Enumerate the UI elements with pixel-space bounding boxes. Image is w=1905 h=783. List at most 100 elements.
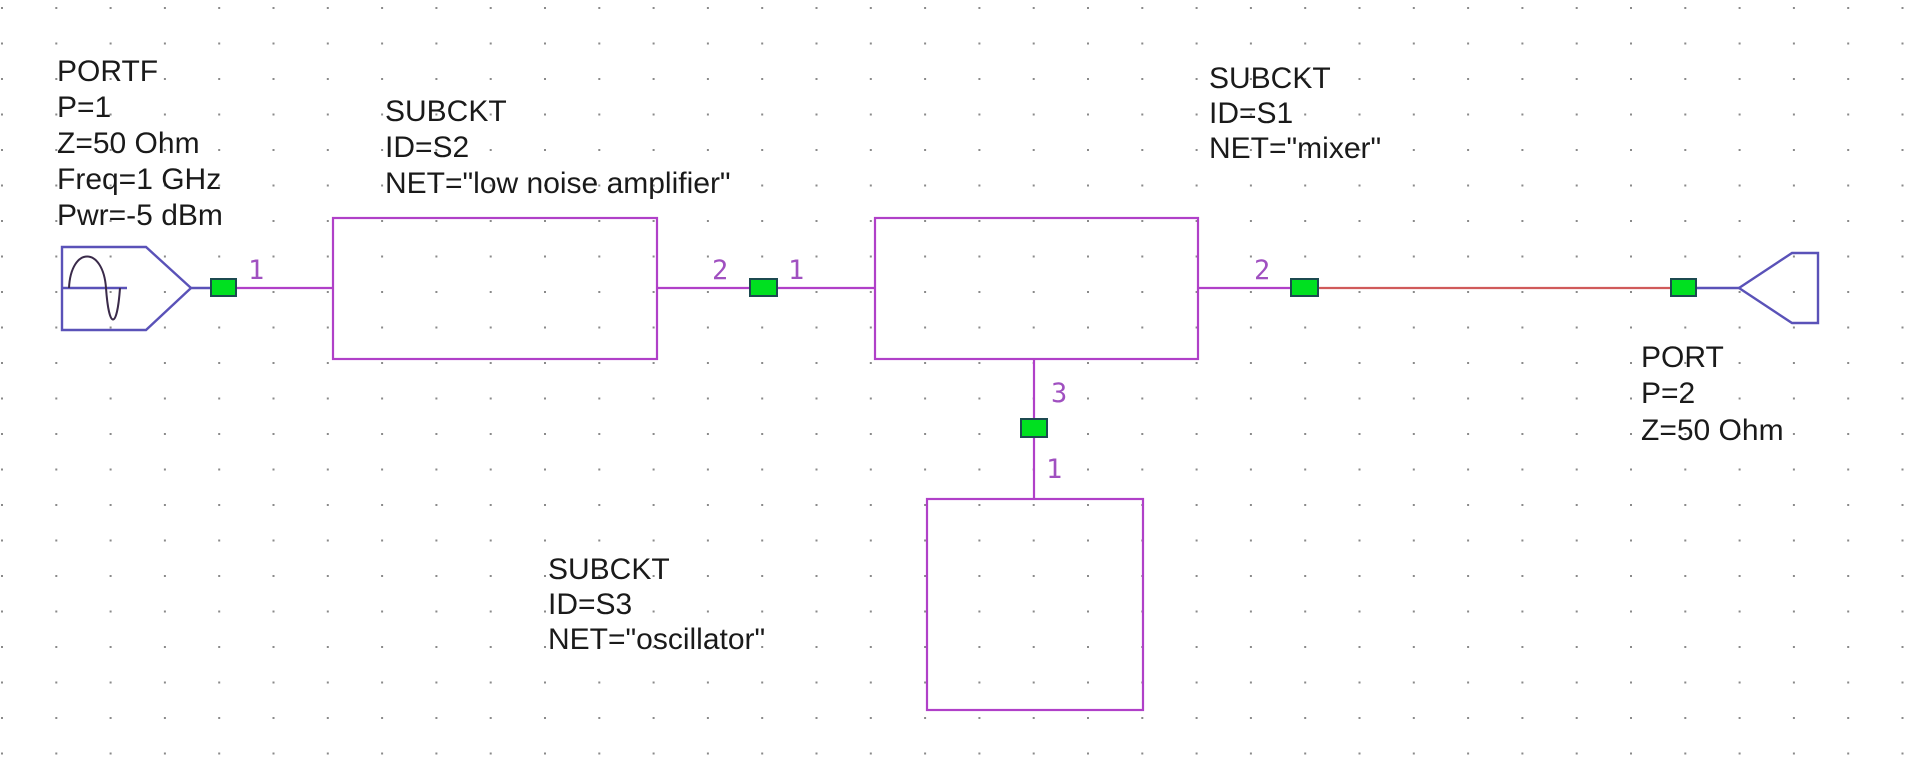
source-port-pwr: Pwr=-5 dBm [57,199,223,232]
connection-node-lna-mixer[interactable] [749,278,778,297]
connection-node-lo[interactable] [1020,418,1048,438]
grid-dot [326,681,329,684]
source-port-symbol[interactable] [60,245,211,332]
grid-dot [1792,78,1795,80]
mixer-label[interactable]: SUBCKT ID=S1 NET="mixer" [1209,62,1381,165]
grid-dot [1738,681,1741,684]
grid-dot [1521,610,1524,613]
grid-dot [706,326,709,329]
grid-dot [1467,504,1470,506]
grid-dot [1141,149,1144,151]
grid-dot [109,7,112,9]
grid-dot [272,113,275,116]
grid-dot [109,646,112,648]
connection-node-port[interactable] [1670,278,1697,297]
grid-dot [1412,220,1415,222]
grid-dot [598,752,601,755]
grid-dot [55,113,58,116]
grid-dot [1521,291,1524,293]
grid-dot [652,681,655,684]
grid-dot [326,575,329,577]
grid-dot [706,646,709,648]
grid-dot [1087,575,1089,577]
grid-dot [1792,717,1795,719]
grid-dot [489,539,492,542]
grid-dot [1792,149,1795,151]
output-port-symbol[interactable] [1738,251,1820,325]
grid-dot [1847,291,1850,293]
grid-dot [652,255,655,258]
grid-dot [1630,717,1632,719]
grid-dot [978,468,981,471]
grid-dot [1249,220,1252,222]
grid-dot [544,113,546,116]
grid-dot [435,78,438,80]
grid-dot [272,504,275,506]
grid-dot [869,184,872,187]
grid-dot [1792,255,1795,258]
grid-dot [544,433,546,435]
grid-dot [326,539,329,542]
grid-dot [489,646,492,648]
grid-dot [652,113,655,116]
grid-dot [1087,397,1089,400]
grid-dot [1195,7,1198,9]
grid-dot [381,539,384,542]
grid-dot [218,717,221,719]
grid-dot [272,149,275,151]
connection-node-mixer-out[interactable] [1290,278,1319,297]
grid-dot [978,646,981,648]
grid-dot [326,7,329,9]
grid-dot [1847,184,1850,187]
grid-dot [1195,42,1198,45]
grid-dot [109,752,112,755]
grid-dot [1467,42,1470,45]
grid-dot [1195,433,1198,435]
grid-dot [1684,397,1687,400]
grid-dot [1901,326,1904,329]
mixer-subcircuit-box[interactable] [873,216,1200,361]
grid-dot [1032,752,1035,755]
grid-dot [1358,397,1361,400]
grid-dot [978,42,981,45]
grid-dot [1847,220,1850,222]
source-port-p: P=1 [57,91,111,124]
oscillator-subcircuit-box[interactable] [925,497,1145,712]
grid-dot [218,681,221,684]
grid-dot [1467,681,1470,684]
grid-dot [1412,291,1415,293]
lna-subcircuit-box[interactable] [331,216,659,361]
grid-dot [761,184,764,187]
grid-dot [544,681,546,684]
grid-dot [1249,42,1252,45]
grid-dot [218,220,221,222]
grid-dot [1738,504,1741,506]
source-port-label[interactable]: PORTF P=1 Z=50 Ohm Freq=1 GHz Pwr=-5 dBm [57,55,223,232]
grid-dot [1358,717,1361,719]
grid-dot [1847,149,1850,151]
lna-label[interactable]: SUBCKT ID=S2 NET="low noise amplifier" [385,95,731,200]
grid-dot [598,504,601,506]
grid-dot [978,575,981,577]
grid-dot [815,78,818,80]
output-port-label[interactable]: PORT P=2 Z=50 Ohm [1641,341,1784,447]
grid-dot [924,752,927,755]
grid-dot [1901,220,1904,222]
grid-dot [706,78,709,80]
mixer-id: ID=S1 [1209,97,1293,130]
grid-dot [1141,433,1144,435]
grid-dot [1847,646,1850,648]
grid-dot [1249,149,1252,151]
grid-dot [435,255,438,258]
grid-dot [544,7,546,9]
grid-dot [1630,397,1632,400]
source-port-freq: Freq=1 GHz [57,163,221,196]
grid-dot [544,362,546,364]
oscillator-label[interactable]: SUBCKT ID=S3 NET="oscillator" [548,553,765,656]
lna-type: SUBCKT [385,95,507,128]
grid-dot [489,149,492,151]
connection-node-source[interactable] [210,278,237,297]
grid-dot [163,433,166,435]
